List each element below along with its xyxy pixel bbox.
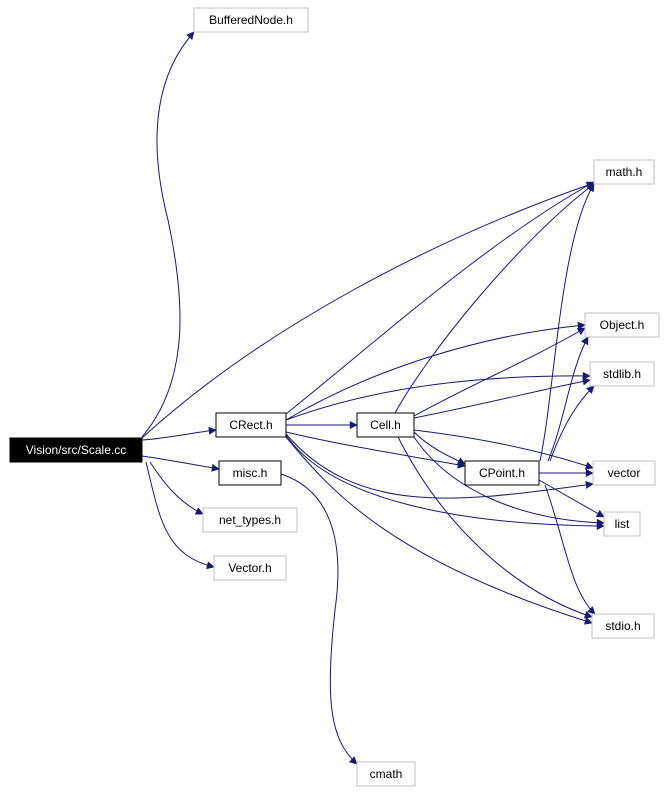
node-label-stdio: stdio.h	[605, 619, 640, 633]
node-label-cmath: cmath	[370, 767, 403, 781]
node-nettypes[interactable]: net_types.h	[202, 507, 298, 533]
node-label-vectorh: Vector.h	[228, 561, 271, 575]
edge-cell-to-vector	[413, 429, 594, 470]
node-label-object: Object.h	[600, 318, 645, 332]
node-vectorh[interactable]: Vector.h	[213, 555, 287, 581]
node-box-cpoint[interactable]	[464, 460, 540, 486]
edge-scale-to-nettypes	[149, 461, 204, 515]
node-stdlib[interactable]: stdlib.h	[589, 361, 655, 387]
node-label-buffered: BufferedNode.h	[209, 13, 293, 27]
edge-cpoint-to-math	[539, 183, 595, 462]
node-label-list: list	[615, 517, 630, 531]
edge-cell-to-cpoint	[413, 431, 466, 465]
node-box-object[interactable]	[584, 312, 660, 338]
edge-crect-to-cpoint	[285, 431, 466, 469]
node-box-stdio[interactable]	[591, 613, 655, 639]
edge-scale-to-crect	[141, 426, 217, 441]
node-box-vectorh[interactable]	[213, 555, 287, 581]
edge-crect-to-object	[285, 321, 586, 421]
edge-misc-to-cmath	[280, 473, 358, 765]
edge-cell-to-stdio	[397, 436, 593, 619]
node-object[interactable]: Object.h	[584, 312, 660, 338]
node-box-vector[interactable]	[592, 460, 656, 486]
node-label-scale: Vision/src/Scale.cc	[26, 443, 126, 457]
node-box-nettypes[interactable]	[202, 507, 298, 533]
node-label-misc: misc.h	[233, 466, 268, 480]
node-label-crect: CRect.h	[229, 418, 272, 432]
node-box-misc[interactable]	[218, 460, 282, 486]
edge-cell-to-object	[413, 327, 586, 417]
node-label-vector: vector	[608, 466, 641, 480]
nodes: Vision/src/Scale.cc BufferedNode.h math.hC…	[9, 7, 660, 787]
node-cell[interactable]: Cell.h	[356, 412, 415, 438]
edge-scale-to-math	[141, 181, 595, 439]
node-label-stdlib: stdlib.h	[603, 367, 641, 381]
edge-cpoint-to-stdio	[544, 484, 596, 615]
node-box-cell[interactable]	[356, 412, 415, 438]
edge-scale-to-buffered	[141, 31, 195, 438]
edge-cell-to-list	[413, 436, 605, 527]
node-label-math: math.h	[606, 165, 643, 179]
edges	[141, 31, 605, 765]
node-box-list[interactable]	[603, 511, 641, 537]
edge-scale-to-misc	[141, 455, 220, 472]
node-math[interactable]: math.h	[593, 159, 655, 185]
edge-cpoint-to-list	[538, 479, 605, 518]
node-label-cell: Cell.h	[370, 418, 401, 432]
edge-crect-to-vector	[285, 433, 594, 499]
node-box-cmath[interactable]	[356, 761, 416, 787]
node-stdio[interactable]: stdio.h	[591, 613, 655, 639]
node-label-nettypes: net_types.h	[219, 513, 281, 527]
node-box-math[interactable]	[593, 159, 655, 185]
node-buffered[interactable]: BufferedNode.h	[193, 7, 309, 33]
edge-crect-to-stdlib	[285, 371, 591, 421]
node-box-crect[interactable]	[215, 412, 287, 438]
node-misc[interactable]: misc.h	[218, 460, 282, 486]
node-box-scale[interactable]	[9, 437, 143, 463]
node-label-cpoint: CPoint.h	[479, 466, 525, 480]
node-box-stdlib[interactable]	[589, 361, 655, 387]
node-box-buffered[interactable]	[193, 7, 309, 33]
edge-cpoint-to-object	[547, 336, 589, 462]
node-cpoint[interactable]: CPoint.h	[464, 460, 540, 486]
node-crect[interactable]: CRect.h	[215, 412, 287, 438]
edge-cell-to-stdlib	[413, 377, 591, 419]
edge-cell-to-math	[394, 183, 595, 414]
node-vector[interactable]: vector	[592, 460, 656, 486]
edge-crect-to-stdio	[285, 436, 593, 625]
edge-cpoint-to-stdlib	[549, 385, 595, 462]
node-list[interactable]: list	[603, 511, 641, 537]
edge-crect-to-math	[285, 181, 595, 415]
edge-crect-to-list	[285, 434, 605, 530]
node-cmath[interactable]: cmath	[356, 761, 416, 787]
edge-scale-to-vectorh	[145, 461, 215, 570]
node-scale[interactable]: Vision/src/Scale.cc	[9, 437, 143, 463]
